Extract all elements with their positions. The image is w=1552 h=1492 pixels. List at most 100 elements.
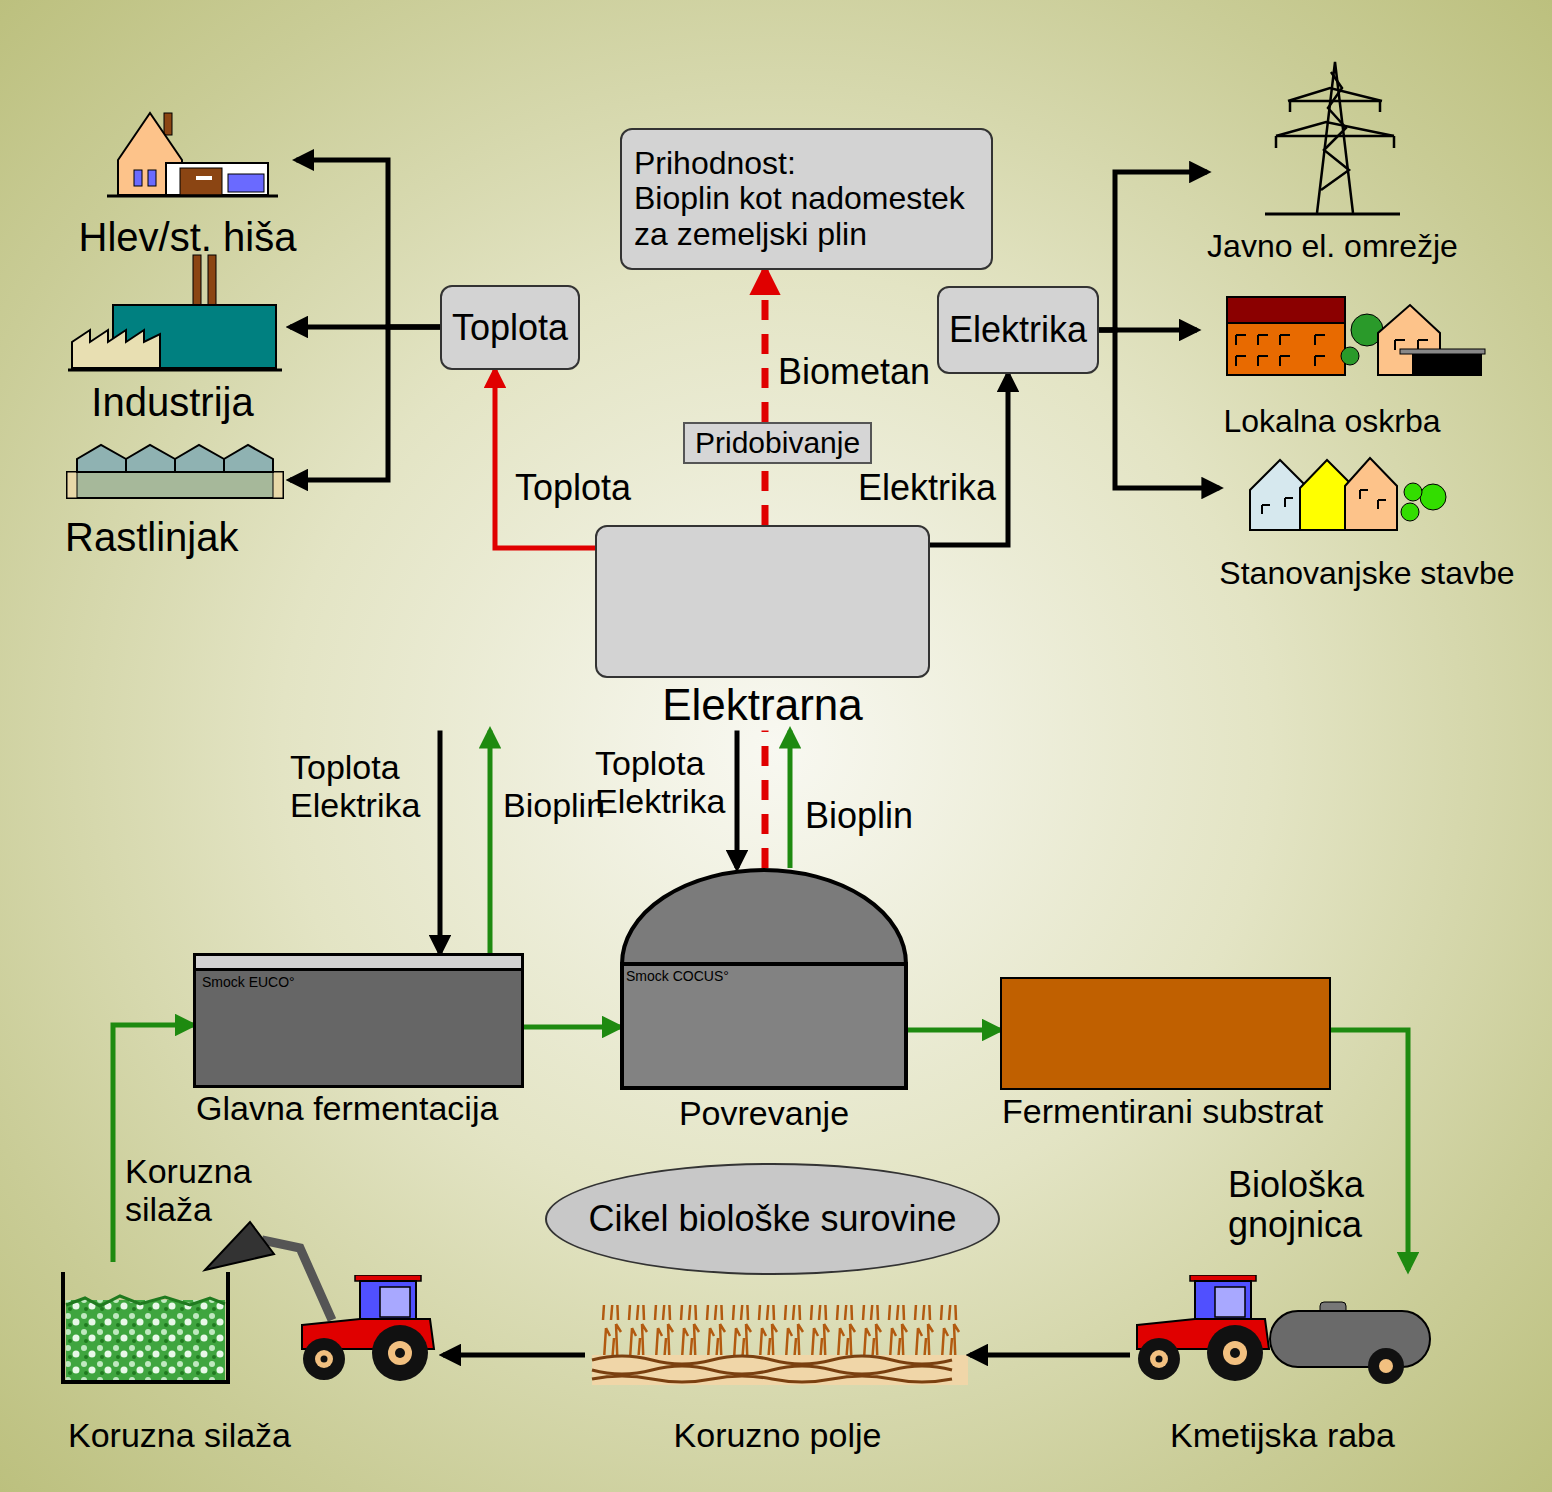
node-text: Kmetijska raba <box>1170 1416 1395 1455</box>
node-text: Stanovanjske stavbe <box>1219 555 1514 592</box>
silage-container-part <box>66 1300 225 1380</box>
house-icon-part <box>166 163 268 195</box>
node-text: Koruzno polje <box>674 1416 882 1455</box>
edge-label: Toplota Elektrika <box>595 744 735 820</box>
dome-outline-part <box>622 870 906 964</box>
edge-label: Biološka gnojnica <box>1228 1165 1378 1246</box>
extraction-box: Pridobivanje <box>683 422 872 464</box>
slurry-tractor-part <box>1379 1359 1393 1373</box>
node-text: Fermentirani substrat <box>1002 1092 1323 1131</box>
connector-arrow <box>296 160 440 327</box>
electricity-box: Elektrika <box>937 286 1099 374</box>
edge-label: Koruzna silaža <box>125 1152 270 1228</box>
houses-icon-part <box>1262 490 1386 514</box>
slurry-tractor-part <box>1368 1348 1404 1384</box>
node-text: Rastlinjak <box>65 514 238 560</box>
local-supply-icon-part <box>1341 347 1359 365</box>
corn-field <box>592 1305 968 1385</box>
node-text: Koruzna silaža <box>68 1416 291 1455</box>
node-text: Bioplin kot nadomestek za zemeljski plin <box>634 181 979 251</box>
greenhouse-node: Rastlinjak <box>55 440 290 560</box>
future-box: Prihodnost:Bioplin kot nadomestek za zem… <box>620 128 993 270</box>
corn-field-part <box>592 1355 968 1385</box>
node-text: Cikel biološke surovine <box>588 1198 956 1239</box>
silage-node: Koruzna silaža <box>58 1262 443 1455</box>
node-text: Elektrika <box>949 309 1087 350</box>
greenhouse-icon-part <box>67 472 283 498</box>
houses-icon-part <box>1345 458 1397 530</box>
house-icon <box>107 113 278 196</box>
slurry-tractor-part <box>1137 1275 1269 1381</box>
pylon-icon <box>1265 62 1400 214</box>
local-supply-icon <box>1227 297 1485 376</box>
factory-icon-part <box>72 330 160 368</box>
edge-label: Toplota Elektrika <box>290 748 430 824</box>
connector-arrow <box>488 731 493 953</box>
slurry-tractor <box>1137 1275 1430 1384</box>
greenhouse-icon-part <box>126 445 175 472</box>
factory-icon <box>68 255 282 370</box>
node-text: Prihodnost: <box>634 146 796 181</box>
silage-container-part <box>66 1296 225 1306</box>
node-text: Hlev/st. hiša <box>79 214 297 260</box>
node-text: Pridobivanje <box>695 426 860 461</box>
post-fermenter: Smock COCUS°Povrevanje <box>620 868 908 1090</box>
connector-arrow <box>762 464 769 525</box>
house-icon-part <box>164 113 172 135</box>
house-icon-part <box>134 170 142 186</box>
greenhouse-icon-part <box>175 445 224 472</box>
connector-arrow <box>443 1353 585 1358</box>
house-icon-part <box>107 195 278 198</box>
node-text: Javno el. omrežje <box>1207 228 1458 265</box>
node-text: Glavna fermentacija <box>196 1089 498 1128</box>
local-supply-icon-part <box>1412 354 1482 376</box>
substrate-tank: Fermentirani substrat <box>1000 977 1331 1090</box>
node-text: Toplota <box>452 307 568 348</box>
greenhouse-icon-part <box>67 472 77 498</box>
local-supply-icon-part <box>1236 335 1325 366</box>
edge-label: Biometan <box>778 352 938 392</box>
connector-arrow <box>930 374 1008 545</box>
node-text: Smock EUCO° <box>202 974 295 990</box>
house-icon-part <box>196 176 212 180</box>
node-text: Lokalna oskrba <box>1223 403 1440 440</box>
silage-container <box>63 1272 228 1382</box>
barn-house-node: Hlev/st. hiša <box>80 105 295 260</box>
pylon-icon-part <box>1321 72 1349 190</box>
connector-arrow <box>970 1353 1130 1358</box>
pylon-icon-part <box>1317 62 1353 213</box>
local-supply-icon-part <box>1227 297 1345 375</box>
edge-label: Elektrika <box>858 468 1003 508</box>
corn-field-part <box>592 1356 952 1382</box>
grid-node: Javno el. omrežje <box>1215 55 1450 265</box>
edge-label: Toplota <box>515 468 655 508</box>
greenhouse-icon <box>67 445 283 498</box>
slurry-tractor-part <box>1270 1311 1430 1367</box>
cycle-ellipse: Cikel biološke surovine <box>545 1163 1000 1275</box>
factory-icon-part <box>193 255 201 307</box>
connector-arrow <box>788 731 793 868</box>
connector-arrow <box>762 270 769 422</box>
local-supply-node: Lokalna oskrba <box>1197 290 1467 440</box>
edge-label: Bioplin <box>805 796 925 836</box>
node-text: Industrija <box>91 379 253 425</box>
connector-arrow <box>290 327 440 480</box>
local-supply-icon-part <box>1400 349 1485 354</box>
loader-tractor-part <box>205 1222 274 1270</box>
connector-arrow <box>495 370 595 548</box>
house-icon-part <box>148 170 156 186</box>
connector-arrow <box>735 731 740 868</box>
residential-node: Stanovanjske stavbe <box>1222 452 1512 592</box>
greenhouse-icon-part <box>224 445 273 472</box>
farm-use-node: Kmetijska raba <box>1130 1270 1435 1455</box>
connector-arrow <box>524 1025 620 1030</box>
corn-field-node: Koruzno polje <box>585 1295 970 1455</box>
connector-arrow <box>908 1028 1000 1033</box>
factory-icon-part <box>208 255 216 307</box>
loader-tractor <box>205 1222 434 1381</box>
loader-tractor-part <box>302 1275 434 1381</box>
silage-container-part <box>63 1272 228 1382</box>
houses-icon-part <box>1401 503 1419 521</box>
connector-arrow <box>438 731 443 953</box>
heat-box: Toplota <box>440 285 580 370</box>
